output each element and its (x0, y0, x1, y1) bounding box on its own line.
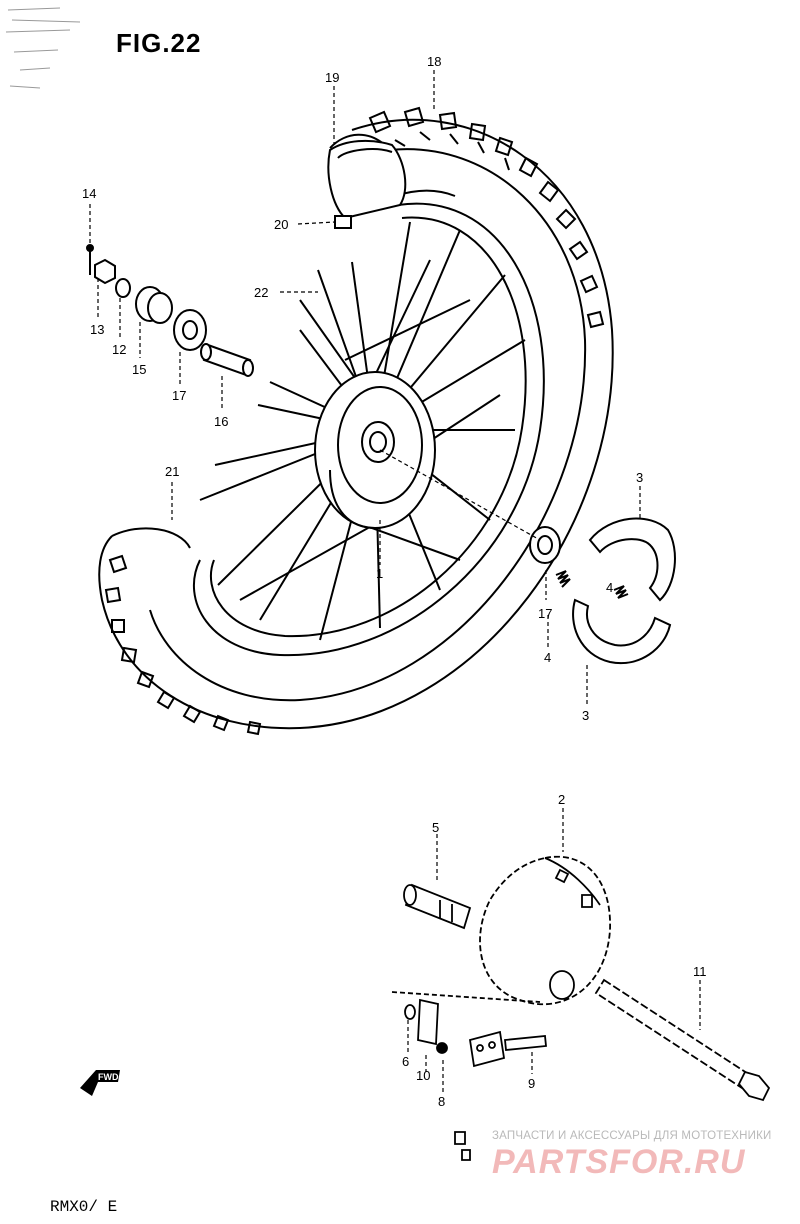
figure-title: FIG.22 (116, 28, 202, 58)
brake-cam (403, 883, 472, 930)
bearing-right (529, 526, 561, 564)
brake-panel (479, 855, 611, 1006)
callout-9: 9 (528, 1076, 535, 1091)
front-axle (594, 978, 771, 1102)
fwd-arrow: FWD (80, 1070, 120, 1096)
callout-5: 5 (432, 820, 439, 835)
callout-17-left: 17 (172, 388, 186, 403)
callout-1: 1 (376, 566, 383, 581)
callout-20: 20 (274, 217, 288, 232)
leader-lines (89, 70, 701, 1092)
callout-4-lower: 4 (544, 650, 551, 665)
callout-14: 14 (82, 186, 96, 201)
axle-parts-left (86, 244, 254, 377)
callout-15: 15 (132, 362, 146, 377)
brake-lever-parts (391, 991, 547, 1161)
brake-springs (555, 570, 629, 599)
callout-4-upper: 4 (606, 580, 613, 595)
scan-noise (5, 7, 81, 89)
hub (314, 371, 436, 530)
rim-band (327, 139, 407, 220)
callout-3-top: 3 (636, 470, 643, 485)
watermark-caption: ЗАПЧАСТИ И АКСЕССУАРЫ ДЛЯ МОТОТЕХНИКИ (492, 1130, 772, 1142)
callout-12: 12 (112, 342, 126, 357)
callout-6: 6 (402, 1054, 409, 1069)
callouts: 18 19 20 22 14 13 12 15 17 16 21 1 17 4 … (82, 54, 707, 1109)
callout-10: 10 (416, 1068, 430, 1083)
tire (98, 106, 614, 736)
callout-22: 22 (254, 285, 268, 300)
callout-3-bottom: 3 (582, 708, 589, 723)
valve (334, 215, 352, 229)
callout-17-right: 17 (538, 606, 552, 621)
callout-13: 13 (90, 322, 104, 337)
watermark-logo: PARTSFOR.RU (492, 1143, 746, 1181)
callout-8: 8 (438, 1094, 445, 1109)
callout-11: 11 (693, 964, 707, 979)
brake-shoes (572, 517, 676, 665)
callout-2: 2 (558, 792, 565, 807)
fwd-label: FWD (98, 1072, 119, 1082)
callout-18: 18 (427, 54, 441, 69)
callout-21: 21 (165, 464, 179, 479)
figure-code: RMX0/ E (50, 1198, 118, 1216)
callout-19: 19 (325, 70, 339, 85)
callout-16: 16 (214, 414, 228, 429)
